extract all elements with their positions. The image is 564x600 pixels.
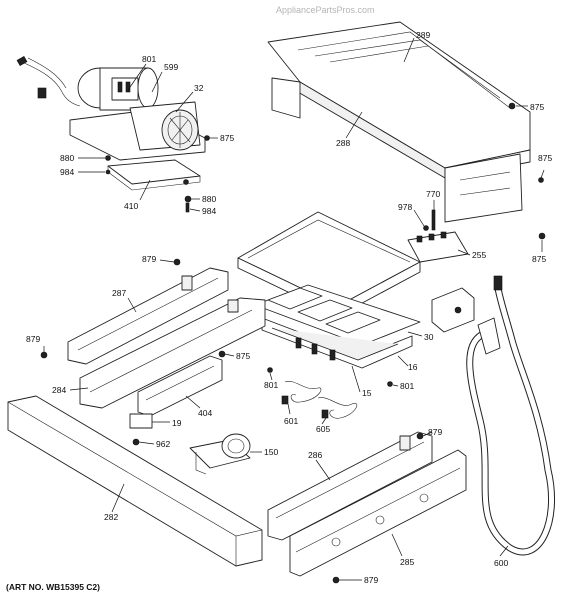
art-number: (ART NO. WB15395 C2) bbox=[6, 582, 100, 592]
wire-harness-605 bbox=[317, 397, 358, 419]
panel-285 bbox=[289, 449, 467, 584]
callout-879-d: 879 bbox=[364, 575, 378, 585]
callout-150: 150 bbox=[264, 447, 278, 457]
bracket-404 bbox=[137, 350, 226, 417]
callout-286: 286 bbox=[308, 450, 322, 460]
callout-599: 599 bbox=[164, 62, 178, 72]
motor-150 bbox=[189, 433, 251, 475]
callout-605: 605 bbox=[316, 424, 330, 434]
screw-875-a bbox=[204, 135, 210, 141]
callout-801-a: 801 bbox=[142, 54, 156, 64]
part-19 bbox=[129, 413, 153, 429]
callout-801-b: 801 bbox=[264, 380, 278, 390]
callout-801-c: 801 bbox=[400, 381, 414, 391]
callout-285: 285 bbox=[400, 557, 414, 567]
control-assembly bbox=[237, 211, 421, 387]
callout-962: 962 bbox=[156, 439, 170, 449]
callout-labels: 801 599 32 875 880 984 410 880 984 289 2… bbox=[26, 30, 552, 585]
top-cover bbox=[267, 21, 544, 223]
callout-880-b: 880 bbox=[202, 194, 216, 204]
callout-30: 30 bbox=[424, 332, 434, 342]
screw-875-d bbox=[538, 232, 546, 240]
callout-410: 410 bbox=[124, 201, 138, 211]
bracket-287 bbox=[40, 258, 229, 365]
callout-15: 15 bbox=[362, 388, 372, 398]
callout-32: 32 bbox=[194, 83, 204, 93]
callout-255: 255 bbox=[472, 250, 486, 260]
callout-875-a: 875 bbox=[220, 133, 234, 143]
terminal-block bbox=[407, 209, 469, 263]
callout-875-e: 875 bbox=[236, 351, 250, 361]
leader-lines bbox=[43, 37, 545, 581]
callout-282: 282 bbox=[104, 512, 118, 522]
callout-984-b: 984 bbox=[202, 206, 216, 216]
panel-284 bbox=[79, 297, 266, 409]
screw-880-984-mid bbox=[184, 195, 192, 213]
callout-288: 288 bbox=[336, 138, 350, 148]
callout-879-a: 879 bbox=[142, 254, 156, 264]
callout-875-c: 875 bbox=[538, 153, 552, 163]
callout-875-d: 875 bbox=[532, 254, 546, 264]
callout-289: 289 bbox=[416, 30, 430, 40]
callout-600: 600 bbox=[494, 558, 508, 568]
screw-962 bbox=[132, 438, 140, 446]
callout-601: 601 bbox=[284, 416, 298, 426]
callout-984-a: 984 bbox=[60, 167, 74, 177]
callout-287: 287 bbox=[112, 288, 126, 298]
callout-16: 16 bbox=[408, 362, 418, 372]
callout-879-b: 879 bbox=[26, 334, 40, 344]
panel-286 bbox=[267, 431, 433, 541]
blower-assembly bbox=[16, 55, 206, 185]
callout-875-b: 875 bbox=[530, 102, 544, 112]
callout-284: 284 bbox=[52, 385, 66, 395]
callout-19: 19 bbox=[172, 418, 182, 428]
wire-harness-601 bbox=[281, 380, 322, 405]
trim-282 bbox=[7, 395, 263, 567]
screw-880-984-left bbox=[105, 155, 111, 175]
callout-879-c: 879 bbox=[428, 427, 442, 437]
hose-600 bbox=[466, 275, 555, 556]
callout-880-a: 880 bbox=[60, 153, 74, 163]
watermark: AppliancePartsPros.com bbox=[276, 5, 375, 15]
callout-404: 404 bbox=[198, 408, 212, 418]
callout-978: 978 bbox=[398, 202, 412, 212]
callout-770: 770 bbox=[426, 189, 440, 199]
bracket-right bbox=[431, 287, 475, 333]
